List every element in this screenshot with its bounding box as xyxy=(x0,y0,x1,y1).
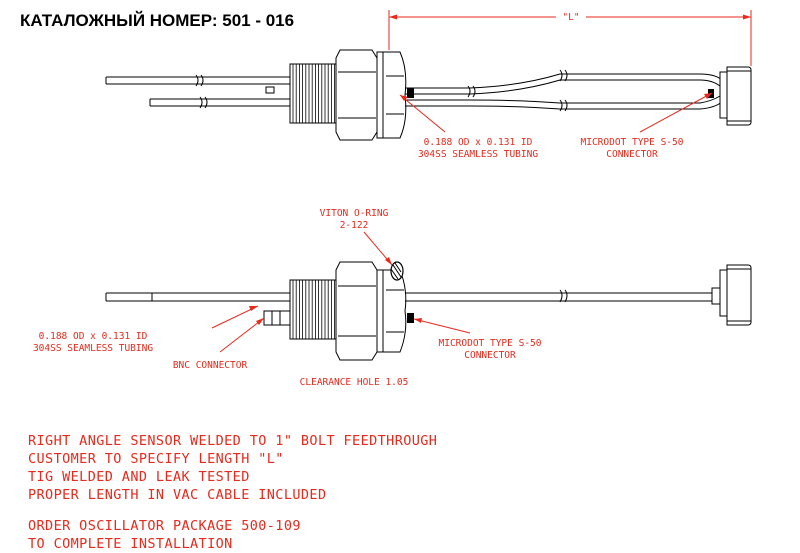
note-line: TIG WELDED AND LEAK TESTED xyxy=(28,469,250,485)
dimension-l-label: "L" xyxy=(562,12,579,23)
clearance-hole-label: CLEARANCE HOLE 1.05 xyxy=(300,377,409,388)
bottom-right-tube xyxy=(405,264,752,326)
top-right-tubes xyxy=(405,69,723,112)
top-tubing-spec-line1: 0.188 OD x 0.131 ID xyxy=(424,137,533,148)
bottom-left-tube xyxy=(105,292,290,302)
catalog-number-title: КАТАЛОЖНЫЙ НОМЕР: 501 - 016 xyxy=(20,11,294,30)
notes: RIGHT ANGLE SENSOR WELDED TO 1" BOLT FEE… xyxy=(28,433,437,552)
bnc-connector xyxy=(263,310,291,326)
top-connector-label-line2: CONNECTOR xyxy=(606,149,658,160)
note-line: RIGHT ANGLE SENSOR WELDED TO 1" BOLT FEE… xyxy=(28,433,437,449)
top-view: "L" xyxy=(105,10,752,160)
bottom-connector-label-line1: MICRODOT TYPE S-50 xyxy=(439,338,542,349)
bottom-tubing-spec-line2: 304SS SEAMLESS TUBING xyxy=(33,343,153,354)
top-left-tubes xyxy=(105,74,290,109)
bnc-connector-label: BNC CONNECTOR xyxy=(173,360,248,371)
oring-label-line2: 2-122 xyxy=(340,220,369,231)
top-microdot-connector xyxy=(719,66,752,126)
bottom-threaded-body xyxy=(289,261,414,361)
top-tubing-spec-line2: 304SS SEAMLESS TUBING xyxy=(418,149,538,160)
order-note-line: ORDER OSCILLATOR PACKAGE 500-109 xyxy=(28,518,301,534)
top-threaded-body xyxy=(289,49,414,141)
oring-label-line1: VITON O-RING xyxy=(320,208,389,219)
order-note-line: TO COMPLETE INSTALLATION xyxy=(28,536,233,552)
note-line: PROPER LENGTH IN VAC CABLE INCLUDED xyxy=(28,487,326,503)
bottom-tubing-spec-line1: 0.188 OD x 0.131 ID xyxy=(39,331,148,342)
bottom-view: VITON O-RING 2-122 0.188 OD x 0.131 ID 3… xyxy=(33,208,752,388)
note-line: CUSTOMER TO SPECIFY LENGTH "L" xyxy=(28,451,284,467)
dimension-l: "L" xyxy=(388,10,752,66)
bottom-connector-label-line2: CONNECTOR xyxy=(464,350,516,361)
top-connector-label-line1: MICRODOT TYPE S-50 xyxy=(581,137,684,148)
